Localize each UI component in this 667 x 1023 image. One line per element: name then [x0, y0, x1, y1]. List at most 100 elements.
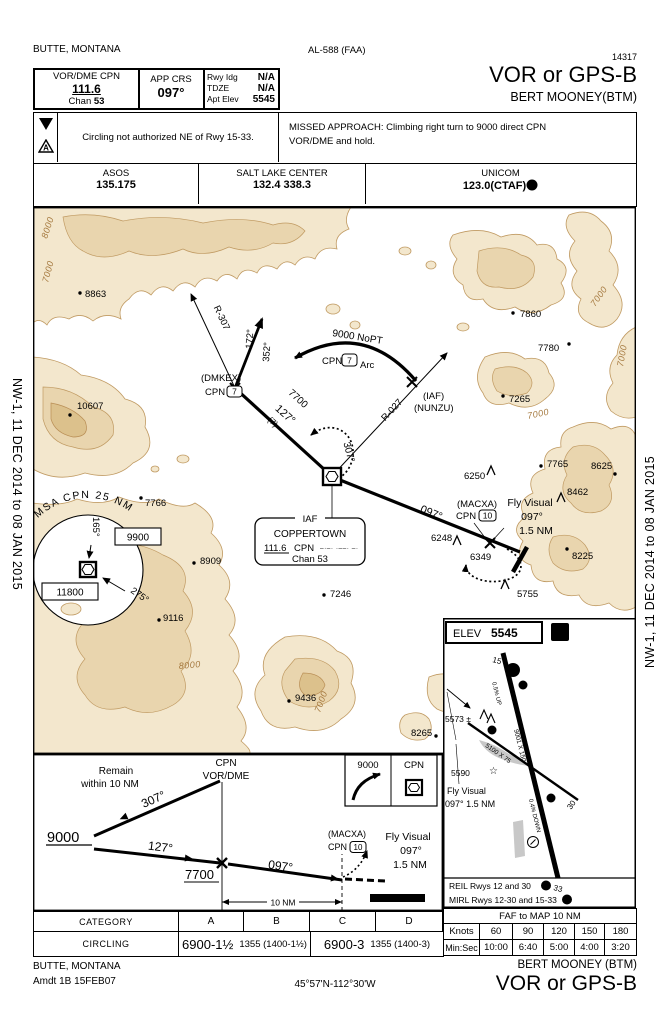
profile-fv3: 1.5 NM: [393, 859, 427, 871]
profile-dme-value: 10: [354, 843, 363, 852]
center-freq: 132.4 338.3: [252, 179, 312, 191]
arc-cpn-label: CPN: [322, 356, 342, 367]
left-edition-note: NW-1, 11 DEC 2014 to 08 JAN 2015: [10, 378, 24, 591]
missed-approach-line2: VOR/DME and hold.: [289, 136, 376, 147]
spot-elevation-label: 9436: [295, 693, 316, 704]
footer-city: BUTTE, MONTANA: [33, 961, 121, 972]
elevation-5590: 5590: [451, 768, 470, 778]
macxa-dme-value: 10: [483, 511, 493, 521]
spot-elevation-label: 7766: [145, 498, 166, 509]
dim-arrow-left: [222, 899, 229, 905]
beacon-icon: ☆: [489, 766, 498, 777]
missed-approach-line1: MISSED APPROACH: Climbing right turn to …: [289, 122, 547, 133]
airport-name: BERT MOONEY(BTM): [510, 90, 637, 104]
dmkex-dme-value: 7: [232, 387, 237, 397]
legend-vor-symbol: [404, 778, 424, 797]
unicom-freq-text: 123.0(CTAF): [462, 180, 527, 192]
course-127-line: [234, 387, 328, 473]
category-b: B: [243, 911, 310, 932]
outbound-307-line: [93, 779, 221, 838]
pointer-line-1: [446, 691, 457, 741]
dim-arrow-right: [335, 899, 342, 905]
contour-label: 7000: [526, 407, 550, 421]
arc-dme-box: [341, 353, 358, 367]
speed-120: 120: [543, 923, 575, 940]
light-dot-2: [487, 725, 497, 735]
center-name: SALT LAKE CENTER: [236, 168, 328, 179]
profile-vordme: VOR/DME: [203, 771, 250, 782]
time-180: 3:20: [604, 939, 637, 956]
elevation-5573: 5573 ±: [445, 714, 471, 724]
circling-note: Circling not authorized NE of Rwy 15-33.: [58, 113, 279, 162]
altitude-7700-label: 7700: [286, 388, 310, 411]
notes-strip: T A Circling not authorized NE of Rwy 15…: [33, 112, 637, 164]
obstacle-icon: [452, 534, 462, 546]
category-header: CATEGORY: [33, 911, 179, 932]
spot-elevation-dot: [68, 413, 72, 417]
elev-box: [445, 621, 543, 644]
declared-distance-box: [551, 623, 569, 641]
contour-label: 8000: [178, 659, 201, 671]
course-307-label: 307°: [340, 441, 356, 464]
header-city: BUTTE, MONTANA: [33, 44, 121, 55]
profile-border: [33, 754, 443, 911]
dmkex-cpn: CPN: [205, 387, 225, 398]
takeoff-triangle: [39, 118, 53, 130]
runway-12-30: [467, 722, 579, 801]
radial-027-line: [331, 352, 448, 477]
obstacle-icon: [479, 708, 489, 720]
msa-bearing-165: 165°: [90, 517, 101, 537]
pointer-line-2: [455, 743, 460, 785]
footer-airport: BERT MOONEY (BTM): [517, 959, 638, 971]
profile-dme-box: [349, 841, 367, 853]
spot-elevation-dot: [434, 734, 438, 738]
coppertown-iaf-label: IAF: [303, 514, 318, 525]
frequency-strip: ASOS 135.175 SALT LAKE CENTER 132.4 338.…: [33, 164, 637, 207]
circling-ab-sub: 1355 (1400-1½): [239, 938, 307, 950]
declared-distance-letter: D: [556, 628, 564, 640]
arrow-127: [184, 854, 193, 862]
light-dot-3: [546, 793, 556, 803]
arrow-307: [119, 812, 129, 820]
speed-60: 60: [479, 923, 513, 940]
mirl-lighted-icon: [562, 894, 572, 905]
asos-freq: 135.175: [96, 179, 136, 191]
obstacle-icon: [486, 712, 496, 724]
course-097-line: [339, 478, 521, 554]
taxiway-area-2: [513, 820, 525, 858]
apt-elev-label: Apt Elev: [207, 94, 239, 104]
macxa-dme-box: [478, 509, 497, 522]
spot-elevation-label: 7265: [509, 394, 530, 405]
right-edition-note: NW-1, 11 DEC 2014 to 08 JAN 2015: [643, 455, 657, 668]
time-120: 5:00: [543, 939, 575, 956]
airport-sketch: ELEV 5545 D 15 33 30 0.5% UP 9001 X 150 …: [443, 618, 636, 908]
category-d: D: [375, 911, 443, 932]
course-reversal-arrow: [233, 317, 264, 389]
route-layer: [190, 293, 529, 583]
speed-90: 90: [512, 923, 544, 940]
spot-elevation-dot: [613, 472, 617, 476]
spot-elevation-dot: [501, 394, 505, 398]
navaid-box: VOR/DME CPN 111.6 Chan 53: [33, 68, 140, 110]
time-90: 6:40: [512, 939, 544, 956]
nonstandard-takeoff-icon: T: [39, 118, 53, 130]
spot-elevation-dot: [539, 464, 543, 468]
fly-visual-line1: Fly Visual: [507, 497, 552, 509]
course-172-label: 172°: [244, 329, 256, 350]
vor-hexagon: [325, 470, 339, 483]
profile-runway-bar: [370, 894, 425, 902]
profile-cpn: CPN: [215, 758, 236, 769]
circling-header: CIRCLING: [33, 931, 179, 957]
profile-127-label: 127°: [147, 839, 174, 856]
notes-icon-cell: T A: [34, 113, 58, 162]
lighted-letter: L: [530, 181, 535, 190]
runway-15-label: 15: [492, 655, 503, 666]
spot-elevation-label: 10607: [77, 401, 103, 412]
spot-elevation-dot: [192, 561, 196, 565]
spot-elevation-dot: [287, 699, 291, 703]
fly-visual-line3: 1.5 NM: [519, 525, 553, 537]
circling-cd-sub: 1355 (1400-3): [370, 938, 431, 950]
mirl-lighted-letter: L: [565, 898, 569, 905]
